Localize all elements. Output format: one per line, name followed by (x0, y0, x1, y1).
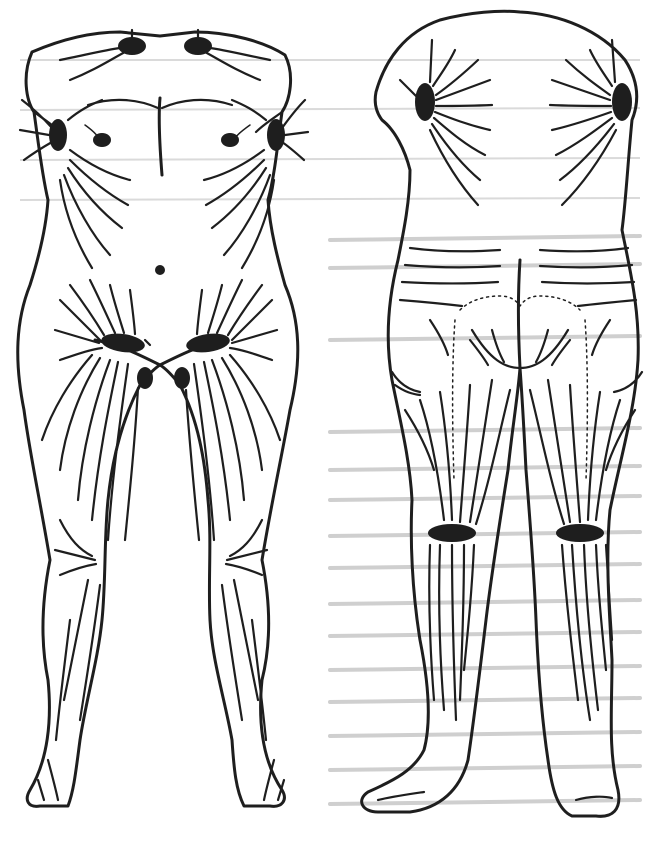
back-right-axilla-vessels (550, 40, 616, 205)
front-left-axilla-node (49, 119, 67, 151)
back-left-hip-curve (392, 372, 420, 392)
front-view (18, 30, 308, 806)
back-right-thigh-vessels (530, 320, 635, 524)
back-left-axilla-node (415, 83, 435, 121)
back-spine-line (519, 260, 521, 368)
back-view (362, 11, 642, 816)
bleed-through-text (20, 60, 640, 804)
back-right-axilla-node (612, 83, 632, 121)
back-left-thigh-vessels (405, 320, 510, 524)
front-right-nipple-node (221, 133, 239, 147)
front-right-axilla-vessels (204, 100, 308, 268)
back-right-popliteal-node (556, 524, 604, 542)
front-left-thigh-node (137, 367, 153, 389)
back-left-popliteal-node (428, 524, 476, 542)
front-right-axilla-node (267, 119, 285, 151)
front-right-pec-line (162, 100, 232, 108)
front-right-thigh-node (174, 367, 190, 389)
front-left-inguinal-node (100, 331, 146, 355)
back-dotted-left (453, 320, 455, 480)
back-left-foot-detail (378, 792, 424, 800)
back-dotted-right (585, 320, 587, 480)
back-left-axilla-vessels (400, 40, 492, 205)
front-umbilicus-node (155, 265, 165, 275)
front-right-leg-vessels (186, 355, 284, 800)
